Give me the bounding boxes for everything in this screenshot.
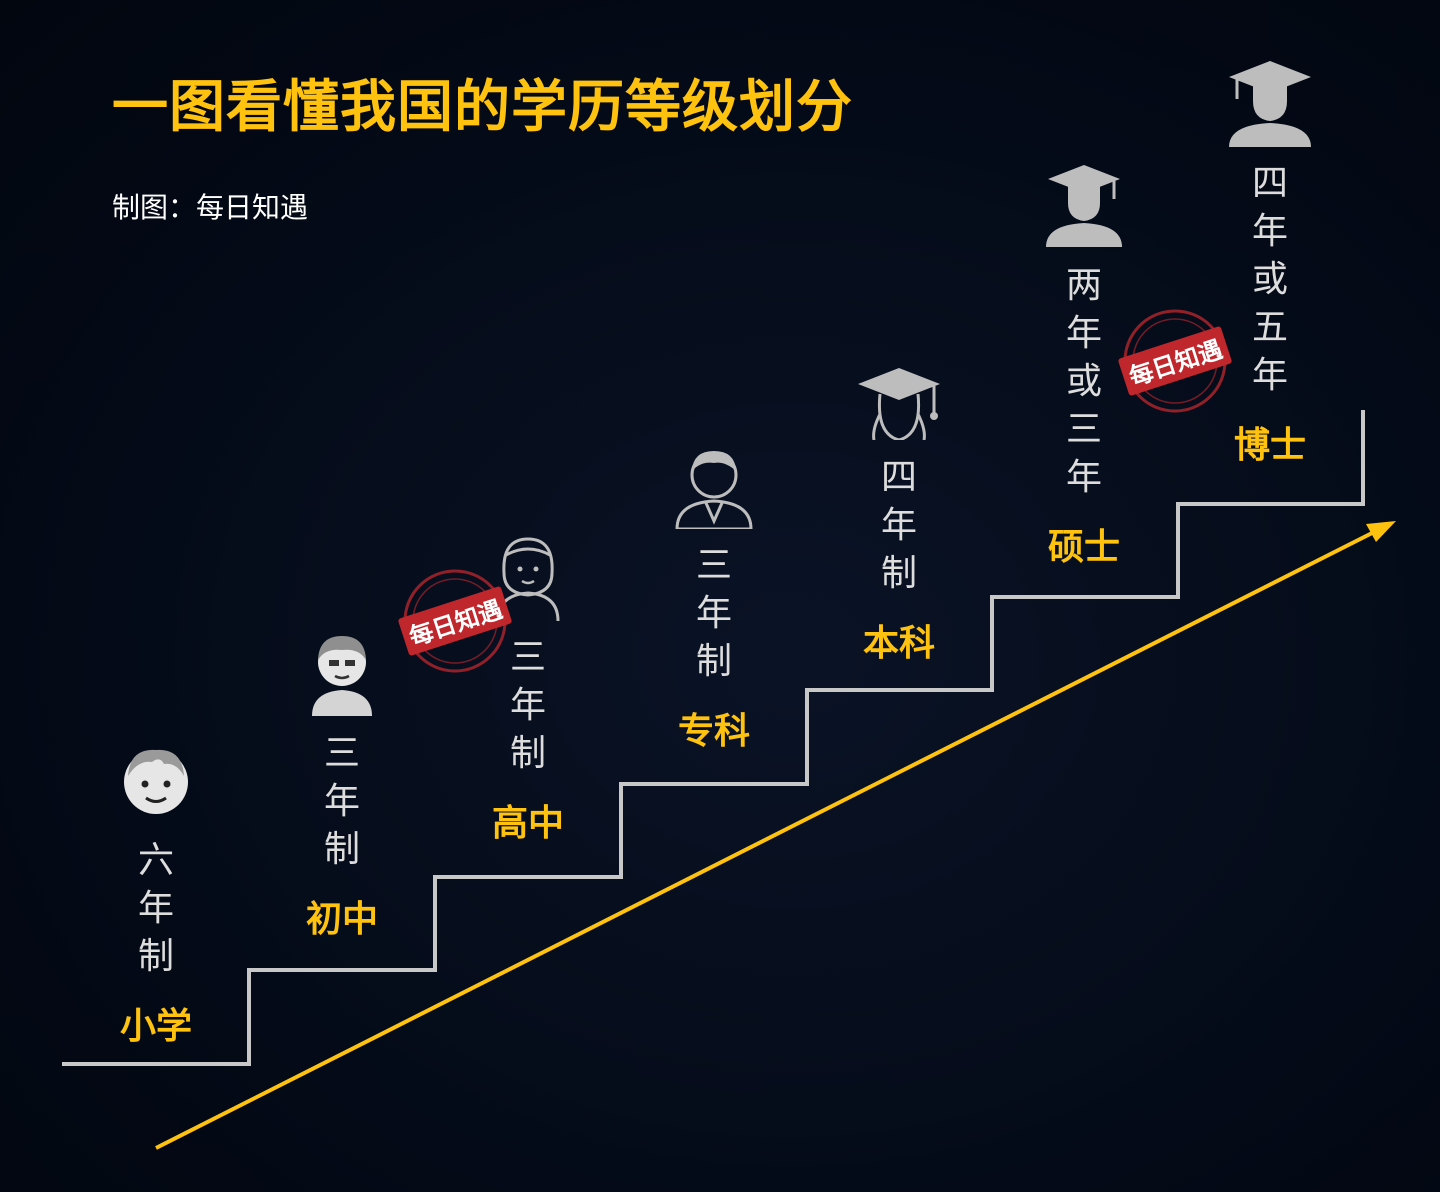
watermark-stamp: 每日知遇 — [1117, 306, 1233, 416]
doctor-graduate-icon — [1225, 58, 1315, 148]
level-junior-high: 三 年 制 初中 — [282, 628, 402, 942]
year-char: 年 — [1251, 355, 1288, 396]
years-doctor: 四 年 或 五 年 — [1252, 160, 1288, 400]
graduate-cap-woman-icon — [854, 352, 944, 442]
year-char: 六 — [137, 840, 174, 881]
year-char: 年 — [509, 685, 546, 726]
year-char: 年 — [1065, 313, 1102, 354]
level-name-bachelor: 本科 — [862, 623, 935, 664]
year-char: 制 — [137, 936, 174, 977]
years-bachelor: 四 年 制 — [881, 454, 917, 598]
year-char: 五 — [1251, 307, 1288, 348]
level-master: 两 年 或 三 年 硕士 — [1024, 160, 1144, 570]
year-char: 三 — [695, 545, 732, 586]
year-char: 年 — [880, 505, 917, 546]
year-char: 或 — [1065, 361, 1102, 402]
page-title: 一图看懂我国的学历等级划分 — [112, 75, 853, 140]
level-bachelor: 四 年 制 本科 — [839, 352, 959, 666]
level-name-primary: 小学 — [119, 1006, 192, 1047]
college-man-icon — [669, 440, 759, 530]
year-char: 年 — [1251, 211, 1288, 252]
year-char: 制 — [323, 829, 360, 870]
year-char: 年 — [323, 781, 360, 822]
year-char: 年 — [1065, 457, 1102, 498]
level-senior-high: 三 年 制 高中 — [468, 532, 588, 846]
boy-face-icon — [111, 735, 201, 825]
credit-line: 制图：每日知遇 — [112, 191, 309, 224]
growth-arrow-head — [1366, 521, 1396, 542]
year-char: 三 — [323, 733, 360, 774]
year-char: 或 — [1251, 259, 1288, 300]
level-name-doctor: 博士 — [1233, 425, 1306, 466]
year-char: 年 — [695, 593, 732, 634]
year-char: 三 — [1065, 409, 1102, 450]
year-char: 制 — [695, 641, 732, 682]
level-associate: 三 年 制 专科 — [654, 440, 774, 754]
teen-student-icon — [297, 628, 387, 718]
years-junior-high: 三 年 制 — [324, 730, 360, 874]
level-name-junior-high: 初中 — [305, 899, 378, 940]
year-char: 年 — [137, 888, 174, 929]
year-char: 制 — [880, 553, 917, 594]
years-master: 两 年 或 三 年 — [1066, 262, 1102, 502]
years-senior-high: 三 年 制 — [510, 634, 546, 778]
years-associate: 三 年 制 — [696, 542, 732, 686]
level-primary: 六 年 制 小学 — [96, 735, 216, 1049]
growth-arrow-line — [155, 526, 1383, 1150]
year-char: 四 — [1251, 163, 1288, 204]
master-graduate-icon — [1039, 160, 1129, 250]
year-char: 制 — [509, 733, 546, 774]
year-char: 三 — [509, 637, 546, 678]
level-name-senior-high: 高中 — [491, 803, 564, 844]
year-char: 两 — [1065, 265, 1102, 306]
level-doctor: 四 年 或 五 年 博士 — [1210, 58, 1330, 468]
staircase-line — [62, 410, 1365, 1066]
year-char: 四 — [880, 457, 917, 498]
years-primary: 六 年 制 — [138, 837, 174, 981]
level-name-associate: 专科 — [677, 711, 750, 752]
level-name-master: 硕士 — [1047, 527, 1120, 568]
watermark-stamp: 每日知遇 — [397, 566, 513, 676]
